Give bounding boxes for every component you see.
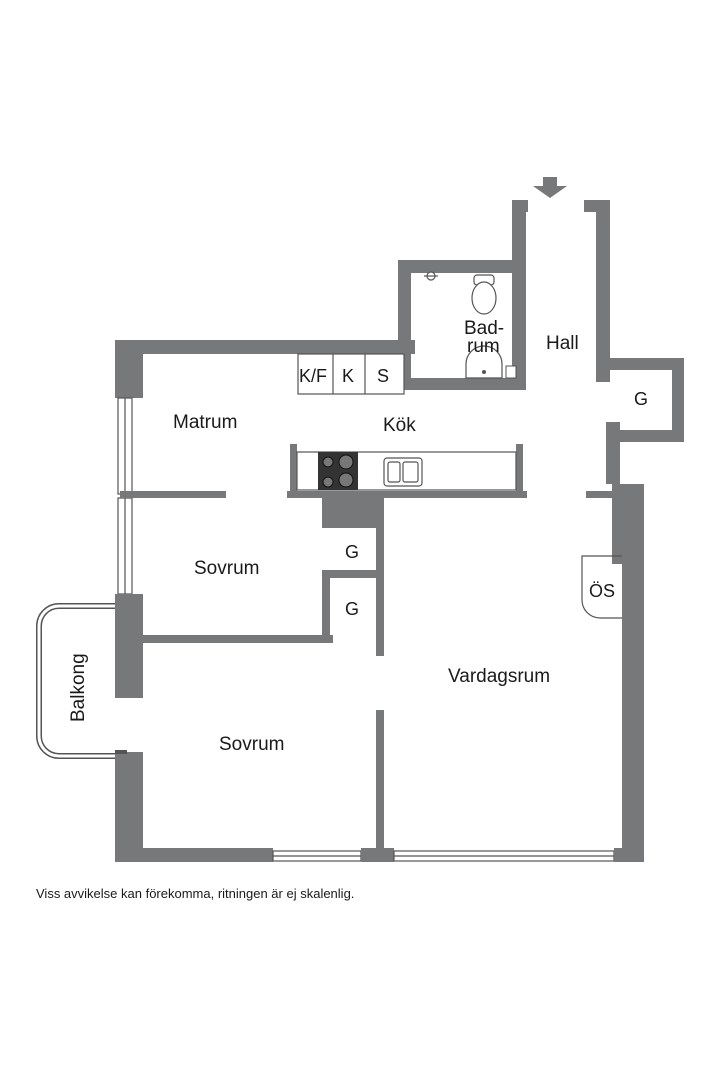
- interior-walls: [120, 444, 616, 850]
- entrance-arrow-icon: [533, 177, 567, 198]
- shower-icon: [424, 271, 438, 281]
- toilet-icon: [471, 274, 497, 315]
- kitchen-counter: [296, 451, 517, 491]
- room-label-balkong: Balkong: [68, 653, 89, 722]
- label-g-hall: G: [634, 389, 648, 409]
- label-s: S: [377, 366, 389, 386]
- label-g-lower: G: [345, 599, 359, 619]
- os-closet: [581, 555, 622, 619]
- room-label-matrum: Matrum: [173, 412, 237, 433]
- room-label-hall: Hall: [546, 333, 579, 354]
- room-label-kok: Kök: [383, 415, 416, 436]
- label-k: K: [342, 366, 354, 386]
- washbasin-icon: [465, 345, 503, 379]
- outer-walls: [115, 200, 684, 862]
- room-label-badrum-1: Bad-: [464, 318, 504, 339]
- room-label-sovrum-2: Sovrum: [219, 734, 284, 755]
- room-label-vardagsrum: Vardagsrum: [448, 666, 550, 687]
- bathroom-door: [505, 365, 517, 379]
- room-label-badrum-2: rum: [467, 336, 500, 357]
- label-kf: K/F: [299, 366, 327, 386]
- label-os: ÖS: [589, 581, 615, 601]
- kitchen-upper-cabinets: [297, 353, 405, 395]
- room-label-sovrum-1: Sovrum: [194, 558, 259, 579]
- label-g-upper: G: [345, 542, 359, 562]
- sink-icon: [383, 457, 423, 487]
- disclaimer: Viss avvikelse kan förekomma, ritningen …: [36, 886, 355, 901]
